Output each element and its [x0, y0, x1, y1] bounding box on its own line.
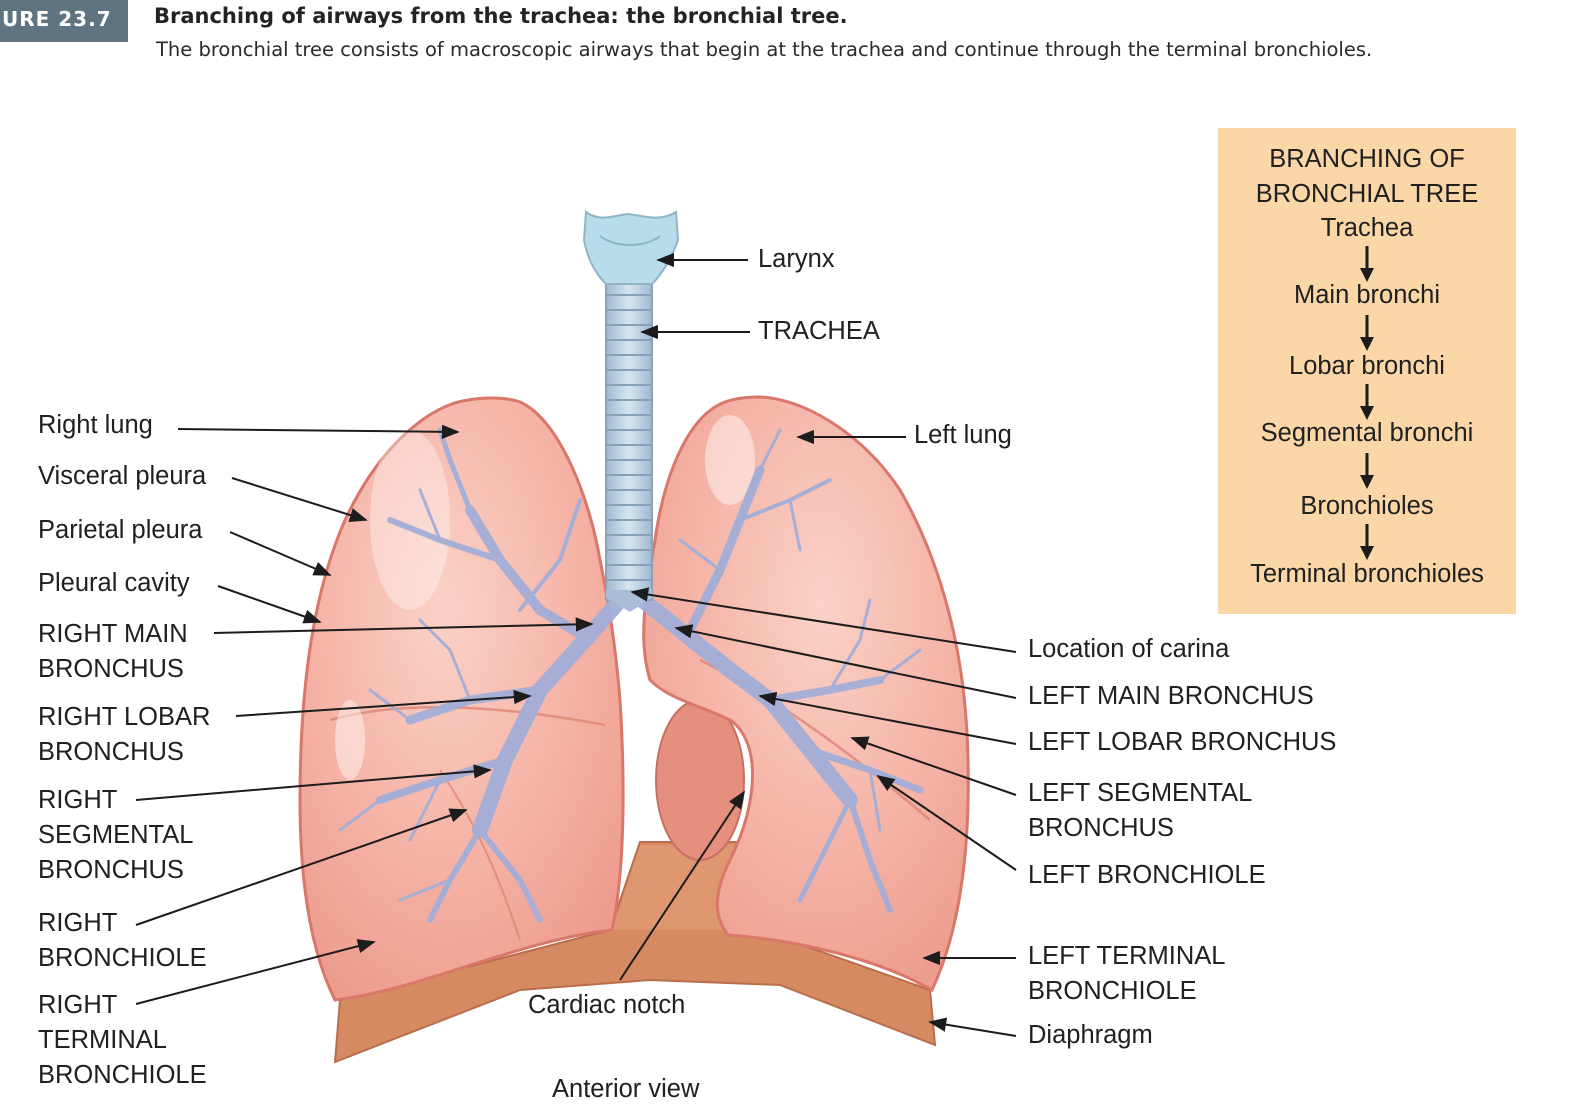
leader-location-of-carina — [630, 587, 1017, 653]
leader-right-main-bronchus — [213, 617, 594, 634]
heart-shape — [655, 699, 745, 861]
flow-step-lobar-bronchi: Lobar bronchi — [1289, 352, 1445, 380]
leader-parietal-pleura — [229, 531, 332, 576]
leader-right-bronchiole — [135, 808, 468, 926]
label-visceral-pleura: Visceral pleura — [38, 462, 207, 490]
label-left-bronchiole: LEFT BRONCHIOLE — [1028, 861, 1266, 889]
label-right-bronchiole: RIGHT BRONCHIOLE — [38, 909, 207, 972]
branching-summary-box: BRANCHING OF BRONCHIAL TREE Trachea Main… — [1218, 128, 1516, 614]
down-arrow-icon — [1360, 246, 1374, 282]
label-diaphragm: Diaphragm — [1028, 1021, 1153, 1049]
leader-left-bronchiole — [876, 774, 1017, 871]
label-right-lung: Right lung — [38, 411, 153, 439]
left-bronchial-tree — [632, 428, 924, 913]
leader-visceral-pleura — [231, 477, 368, 523]
leader-diaphragm — [928, 1017, 1017, 1037]
down-arrow-icon — [1360, 524, 1374, 560]
flow-step-terminal-bronchioles: Terminal bronchioles — [1250, 560, 1484, 588]
leader-right-terminal-bronchiole — [135, 939, 376, 1005]
label-left-segmental-bronchus: LEFT SEGMENTAL BRONCHUS — [1028, 779, 1253, 842]
label-pleural-cavity: Pleural cavity — [38, 569, 190, 597]
leader-cardiac-notch — [619, 790, 745, 981]
label-right-segmental-bronchus: RIGHT SEGMENTAL BRONCHUS — [38, 786, 194, 884]
label-trachea: TRACHEA — [758, 317, 880, 345]
label-cardiac-notch: Cardiac notch — [528, 991, 686, 1019]
flow-step-trachea: Trachea — [1320, 214, 1414, 242]
flow-step-bronchioles: Bronchioles — [1300, 492, 1434, 520]
branching-box-title: BRANCHING OF BRONCHIAL TREE — [1255, 145, 1479, 208]
leader-lines — [135, 252, 1017, 1037]
leader-pleural-cavity — [217, 585, 322, 624]
flow-step-segmental-bronchi: Segmental bronchi — [1260, 419, 1474, 447]
figure-title: Branching of airways from the trachea: t… — [154, 4, 848, 28]
label-anterior-view: Anterior view — [552, 1075, 700, 1103]
figure-caption: The bronchial tree consists of macroscop… — [156, 38, 1373, 61]
label-parietal-pleura: Parietal pleura — [38, 516, 203, 544]
label-larynx: Larynx — [758, 245, 835, 273]
figure-number-badge: URE 23.7 — [0, 0, 128, 42]
leader-left-main-bronchus — [674, 624, 1017, 699]
leader-left-lobar-bronchus — [758, 691, 1017, 745]
trachea-shape — [605, 279, 653, 601]
leader-right-lung — [177, 424, 460, 440]
label-left-main-bronchus: LEFT MAIN BRONCHUS — [1028, 682, 1314, 710]
label-right-lobar-bronchus: RIGHT LOBAR BRONCHUS — [38, 703, 211, 766]
label-left-terminal-bronchiole: LEFT TERMINAL BRONCHIOLE — [1028, 942, 1226, 1005]
down-arrow-icon — [1360, 384, 1374, 420]
label-right-terminal-bronchiole: RIGHT TERMINAL BRONCHIOLE — [38, 991, 207, 1089]
label-left-lung: Left lung — [914, 421, 1012, 449]
down-arrow-icon — [1360, 453, 1374, 489]
leader-right-lobar-bronchus — [235, 689, 532, 717]
flow-step-main-bronchi: Main bronchi — [1294, 281, 1440, 309]
larynx-shape — [582, 210, 680, 285]
label-right-main-bronchus: RIGHT MAIN BRONCHUS — [38, 620, 188, 683]
down-arrow-icon — [1360, 315, 1374, 351]
leader-left-segmental-bronchus — [850, 736, 1017, 796]
leader-right-segmental-bronchus — [135, 764, 492, 801]
label-location-of-carina: Location of carina — [1028, 635, 1230, 663]
label-left-lobar-bronchus: LEFT LOBAR BRONCHUS — [1028, 728, 1337, 756]
